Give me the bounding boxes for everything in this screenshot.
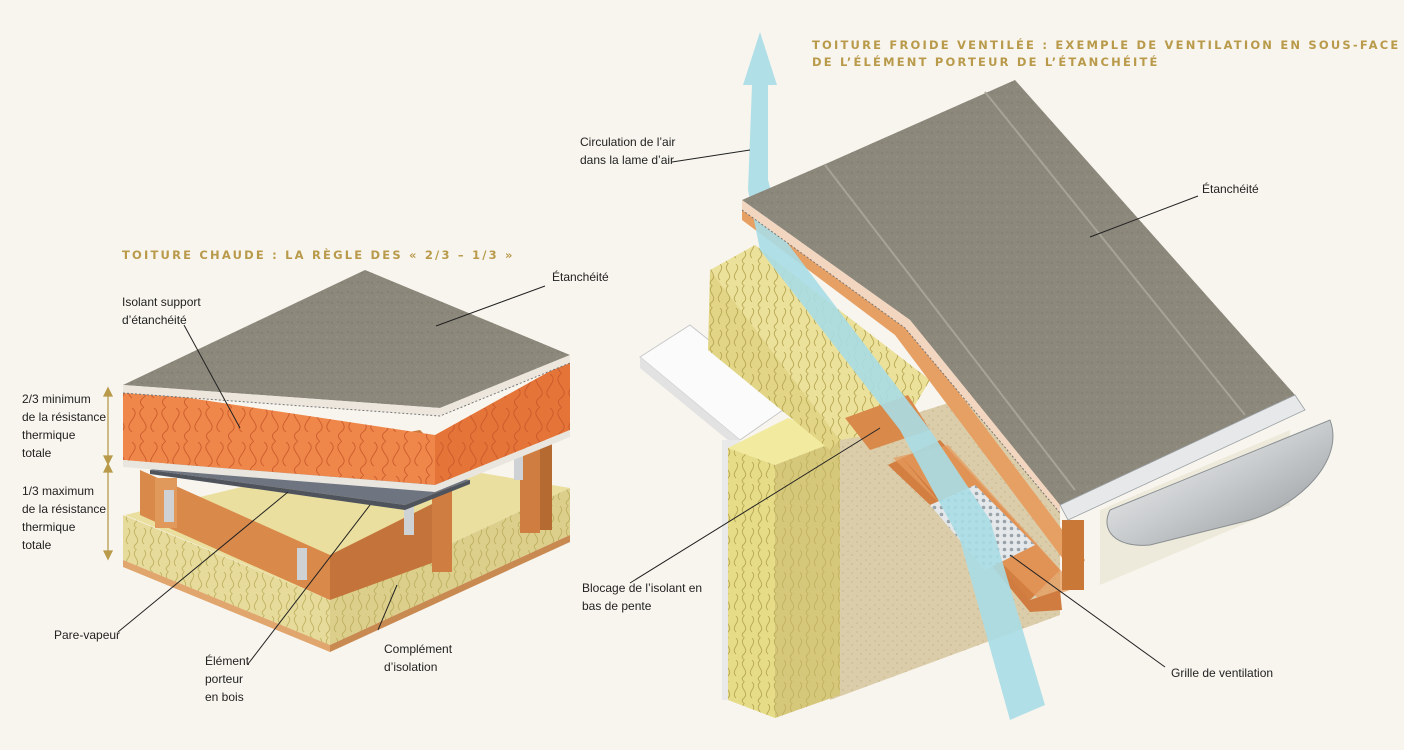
label-isolant-line1: Isolant support — [122, 295, 201, 309]
label-two-thirds-3: thermique — [22, 428, 76, 442]
label-circulation-line2: dans la lame d’air — [580, 153, 675, 167]
air-flow — [743, 32, 1045, 720]
label-circulation-line1: Circulation de l’air — [580, 135, 676, 149]
left-leader-lines — [117, 285, 546, 665]
drip-edge — [1059, 394, 1306, 521]
label-two-thirds-4: totale — [22, 446, 52, 460]
cold-roof-title-line1: TOITURE FROIDE VENTILÉE : EXEMPLE DE VEN… — [812, 38, 1401, 52]
label-etancheite-left: Étanchéité — [552, 270, 609, 284]
roof-deck — [742, 210, 1085, 575]
label-one-third-3: thermique — [22, 520, 76, 534]
label-two-thirds-2: de la résistance — [22, 410, 107, 424]
label-one-third-2: de la résistance — [22, 502, 107, 516]
label-element-line1: Élément — [205, 654, 250, 668]
label-two-thirds-1: 2/3 minimum — [22, 392, 91, 406]
complement-insulation-top — [125, 455, 570, 600]
label-complement-line1: Complément — [384, 642, 453, 656]
label-blocage-line1: Blocage de l’isolant en — [582, 581, 703, 595]
cold-roof-diagram — [629, 32, 1334, 720]
label-complement-line2: d’isolation — [384, 660, 438, 674]
label-isolant-line2: d’étanchéité — [122, 313, 187, 327]
warm-roof-title: TOITURE CHAUDE : LA RÈGLE DES « 2/3 – 1/… — [122, 248, 515, 262]
label-one-third-4: totale — [22, 538, 52, 552]
label-pare-vapeur: Pare-vapeur — [54, 628, 121, 642]
warm-roof-diagram — [102, 270, 571, 665]
label-blocage-line2: bas de pente — [582, 599, 652, 613]
gutter — [1106, 419, 1334, 546]
right-leader-lines — [629, 149, 1199, 668]
label-etancheite-right: Étanchéité — [1202, 182, 1259, 196]
label-element-line2: porteur — [205, 672, 244, 686]
cold-roof-title-line2: DE L’ÉLÉMENT PORTEUR DE L’ÉTANCHÉITÉ — [812, 55, 1160, 69]
label-one-third-1: 1/3 maximum — [22, 484, 95, 498]
label-grille: Grille de ventilation — [1171, 666, 1274, 680]
thickness-arrows — [102, 386, 114, 561]
label-element-line3: en bois — [205, 690, 244, 704]
